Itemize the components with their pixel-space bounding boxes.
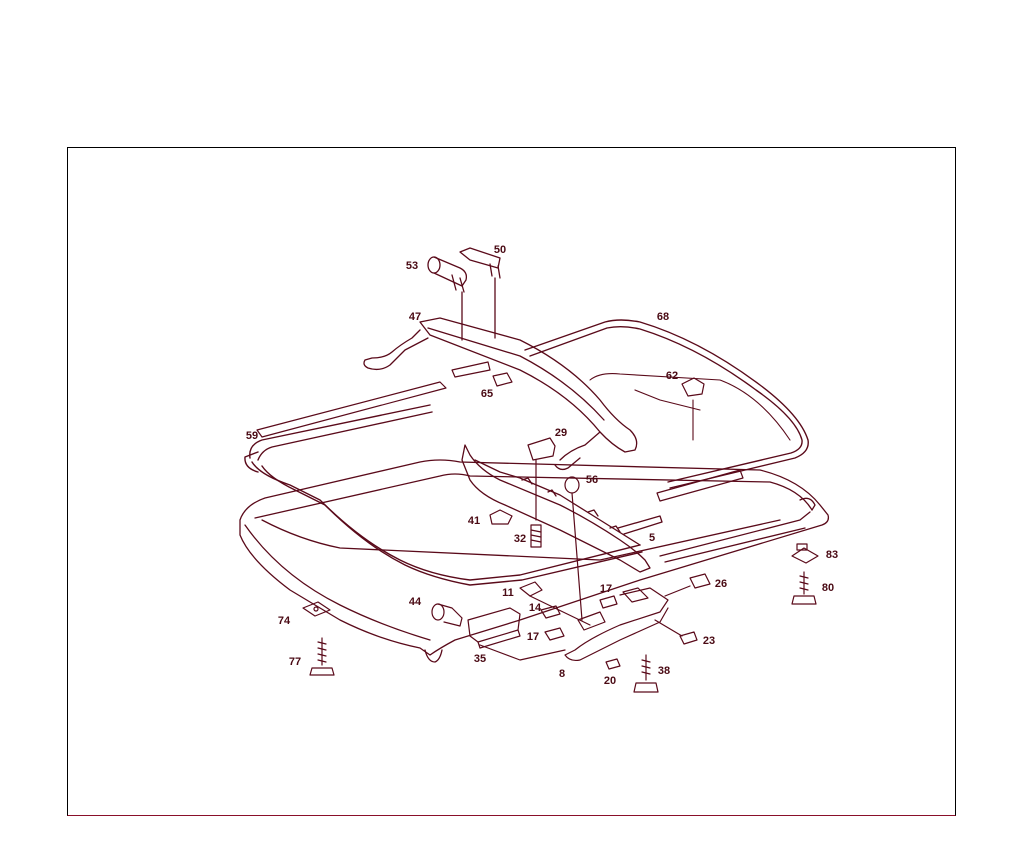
- housing-right-rail-2: [664, 527, 806, 563]
- part-56: [564, 476, 583, 621]
- part-35: [467, 607, 566, 661]
- part-83: [791, 543, 819, 564]
- housing-right-end: [799, 497, 816, 511]
- housing-foot: [424, 649, 443, 663]
- pads-65: [451, 361, 513, 387]
- callout-17b: 17: [527, 631, 539, 643]
- callout-47: 47: [409, 311, 421, 323]
- seal-59: [244, 404, 643, 586]
- callout-11: 11: [502, 587, 514, 599]
- callout-labels: 53 50 47 68 62 65 59 29 56 41 32 5 83 80 26 17 11 44 14 74 1…: [246, 244, 838, 687]
- part-74: [302, 601, 331, 617]
- callout-56: 56: [586, 474, 598, 486]
- callout-68: 68: [657, 311, 669, 323]
- callout-20: 20: [604, 675, 616, 687]
- part-44: [431, 603, 463, 627]
- callout-5: 5: [649, 532, 655, 544]
- part-62: [681, 377, 705, 397]
- callout-83: 83: [826, 549, 838, 561]
- callout-29: 29: [555, 427, 567, 439]
- callout-77: 77: [289, 656, 301, 668]
- callout-50: 50: [494, 244, 506, 256]
- housing-right-rail: [659, 511, 811, 557]
- callout-65: 65: [481, 388, 493, 400]
- part-29: [527, 437, 556, 521]
- diagram-frame: [67, 147, 956, 816]
- seal-59-outer: [249, 404, 641, 581]
- callout-59: 59: [246, 430, 258, 442]
- callout-38: 38: [658, 665, 670, 677]
- housing-outline: [239, 459, 830, 656]
- strip-right: [656, 469, 744, 502]
- housing-front-lip: [244, 524, 431, 641]
- callout-32: 32: [514, 533, 526, 545]
- glass-panel: [589, 373, 791, 441]
- seal-59-inner: [257, 411, 643, 586]
- seal-68-inner: [529, 326, 803, 483]
- part-41: [489, 509, 513, 525]
- part-77: [309, 637, 335, 676]
- housing-inner-edge-2: [261, 519, 781, 561]
- callout-74: 74: [278, 615, 291, 627]
- seal-68-outer: [524, 319, 809, 489]
- callout-23: 23: [703, 635, 715, 647]
- part-80: [791, 571, 817, 605]
- seal-68: [524, 319, 809, 489]
- housing-inner-edge: [254, 473, 813, 519]
- part-50: [459, 247, 501, 339]
- strip-seal: [256, 381, 447, 438]
- part-32: [530, 524, 542, 548]
- callout-35: 35: [474, 653, 486, 665]
- callout-44: 44: [409, 596, 422, 608]
- lever-assembly: [519, 573, 711, 670]
- callout-80: 80: [822, 582, 834, 594]
- callout-17a: 17: [600, 583, 612, 595]
- guide-rail-5: [461, 444, 663, 573]
- callout-41: 41: [468, 515, 480, 527]
- seal-59-strip: [244, 451, 259, 473]
- callout-26: 26: [715, 578, 727, 590]
- front-rail-47: [363, 317, 638, 471]
- callout-8: 8: [559, 668, 565, 680]
- frame-housing: [239, 459, 830, 663]
- part-53: [427, 256, 468, 341]
- callout-53: 53: [406, 260, 418, 272]
- part-38: [633, 654, 659, 693]
- callout-62: 62: [666, 370, 678, 382]
- callout-14: 14: [529, 602, 542, 614]
